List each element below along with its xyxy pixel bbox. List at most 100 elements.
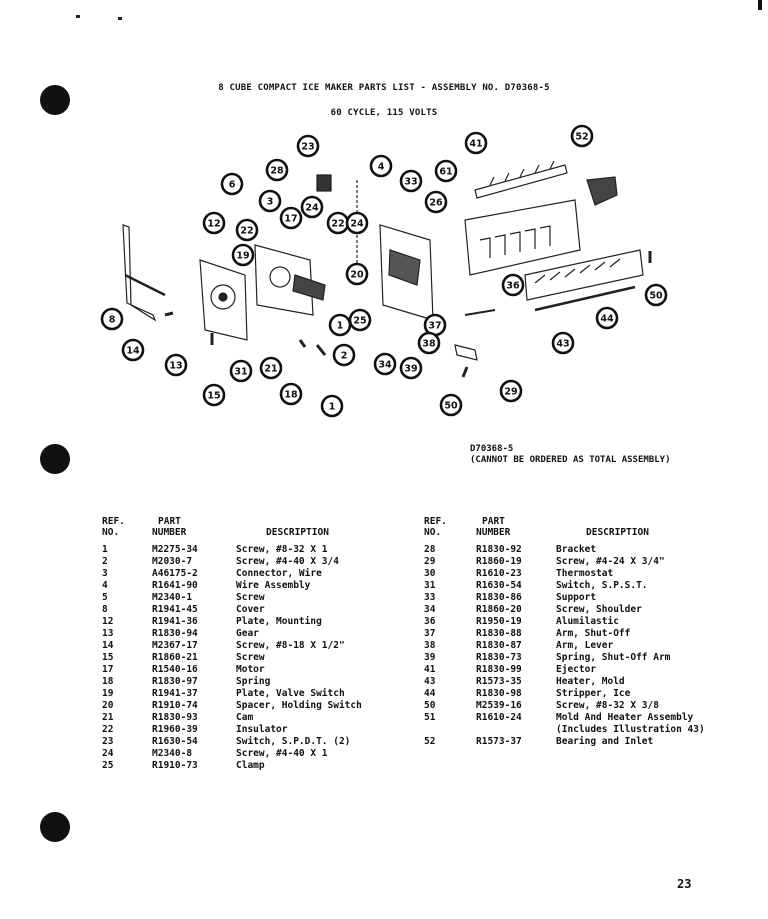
callout-label: 20 <box>350 270 364 281</box>
part-number-cell: M2275-34 <box>152 544 198 555</box>
ref-cell: 5 <box>102 592 108 603</box>
part-number-cell: R1641-90 <box>152 580 198 591</box>
header-ref: REF.NO. <box>102 516 125 538</box>
callout-8: 8 <box>100 307 124 331</box>
part-number-cell: R1830-88 <box>476 628 522 639</box>
callout-6: 6 <box>220 172 244 196</box>
page-subtitle: 60 CYCLE, 115 VOLTS <box>330 108 438 118</box>
ref-cell: 13 <box>102 628 114 639</box>
callout-50: 50 <box>439 393 463 417</box>
motor-gear-part <box>269 266 291 288</box>
ref-cell: 3 <box>102 568 108 579</box>
scan-speck <box>118 17 122 20</box>
bracket-part <box>454 344 478 361</box>
callout-label: 19 <box>236 251 249 262</box>
switch-bracket-part <box>292 274 326 301</box>
callout-circle <box>164 353 188 377</box>
description-cell: Cover <box>236 604 265 615</box>
part-number-cell: R1860-20 <box>476 604 522 615</box>
part-number-cell: R1630-54 <box>476 580 522 591</box>
callout-label: 2 <box>341 351 348 362</box>
assembly-note: (CANNOT BE ORDERED AS TOTAL ASSEMBLY) <box>470 455 671 465</box>
callout-44: 44 <box>595 306 619 330</box>
ref-cell: 1 <box>102 544 108 555</box>
callout-circle <box>100 307 124 331</box>
callout-circle <box>345 211 369 235</box>
header-ref: REF.NO. <box>424 516 447 538</box>
callout-label: 3 <box>267 197 274 208</box>
part-number-cell: R1941-45 <box>152 604 198 615</box>
description-cell: Screw, #4-24 X 3/4" <box>556 556 665 567</box>
callout-20: 20 <box>345 262 369 286</box>
screw-part <box>298 339 307 348</box>
callout-circle <box>332 343 356 367</box>
ref-cell: 52 <box>424 736 436 747</box>
description-cell: Bracket <box>556 544 597 555</box>
callout-circle <box>265 158 289 182</box>
callout-4: 4 <box>369 154 393 178</box>
callout-circle <box>373 352 397 376</box>
callout-34: 34 <box>373 352 397 376</box>
callout-circle <box>399 356 423 380</box>
callout-label: 13 <box>169 361 182 372</box>
description-cell: Screw, #8-32 X 1 <box>236 544 328 555</box>
callout-29: 29 <box>499 379 523 403</box>
callout-label: 22 <box>331 219 344 230</box>
callout-circle <box>434 159 458 183</box>
callout-label: 24 <box>305 203 319 214</box>
part-number-cell: R1830-92 <box>476 544 522 555</box>
callout-21: 21 <box>259 356 283 380</box>
callout-23: 23 <box>296 134 320 158</box>
ref-cell: 12 <box>102 616 114 627</box>
callout-52: 52 <box>570 124 594 148</box>
motor-housing-part <box>254 244 314 316</box>
callout-label: 39 <box>404 364 417 375</box>
description-cell: Stripper, Ice <box>556 688 631 699</box>
ref-cell: 18 <box>102 676 114 687</box>
callout-circle <box>369 154 393 178</box>
description-cell: Spacer, Holding Switch <box>236 700 362 711</box>
callout-label: 41 <box>469 139 482 150</box>
part-number-cell: M2340-8 <box>152 748 193 759</box>
callout-label: 52 <box>575 132 588 143</box>
part-number-cell: R1610-24 <box>476 712 522 723</box>
mold-part <box>464 199 581 276</box>
callout-28: 28 <box>265 158 289 182</box>
callout-circle <box>220 172 244 196</box>
ref-cell: 4 <box>102 580 108 591</box>
description-cell: (Includes Illustration 43) <box>556 724 705 735</box>
callout-14: 14 <box>121 338 145 362</box>
ref-cell: 23 <box>102 736 114 747</box>
part-number-cell: R1610-23 <box>476 568 522 579</box>
part-number-cell: R1910-73 <box>152 760 198 771</box>
ref-cell: 24 <box>102 748 114 759</box>
callout-22: 22 <box>235 218 259 242</box>
callout-label: 38 <box>422 339 436 350</box>
callout-circle <box>121 338 145 362</box>
callout-circle <box>501 273 525 297</box>
support-detail <box>388 249 421 286</box>
callout-circle <box>417 331 441 355</box>
description-cell: Plate, Valve Switch <box>236 688 345 699</box>
callout-circle <box>235 218 259 242</box>
callout-36: 36 <box>501 273 525 297</box>
screw-part <box>461 366 469 378</box>
callout-label: 26 <box>429 198 443 209</box>
ref-cell: 20 <box>102 700 114 711</box>
